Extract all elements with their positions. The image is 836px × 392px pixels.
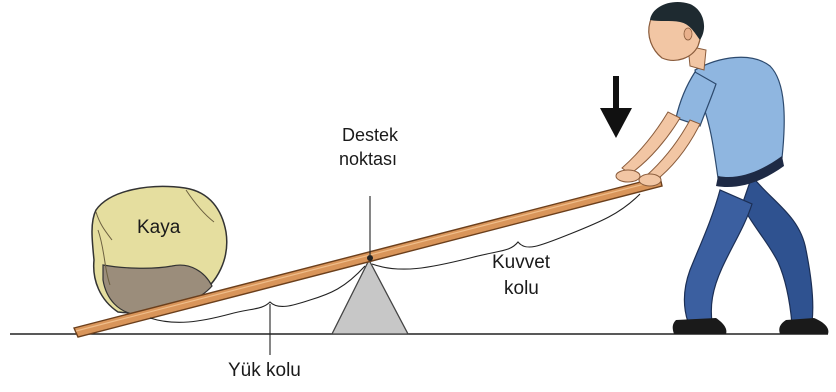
load-arm-brace: [149, 265, 366, 323]
fulcrum-point: [367, 255, 373, 261]
load-arm-label: Yük kolu: [228, 360, 301, 381]
fulcrum-label-line1: Destek: [342, 125, 399, 145]
man-figure: [615, 1, 829, 334]
effort-arm-label-line2: kolu: [504, 278, 539, 299]
effort-arm-label-line1: Kuvvet: [492, 252, 551, 273]
fulcrum-label-line2: noktası: [339, 149, 397, 169]
rock-label: Kaya: [137, 217, 181, 238]
down-arrow-icon: [600, 76, 632, 138]
effort-arm-brace: [371, 193, 641, 270]
fulcrum-triangle: [330, 258, 410, 335]
lever-highlight: [75, 179, 661, 332]
